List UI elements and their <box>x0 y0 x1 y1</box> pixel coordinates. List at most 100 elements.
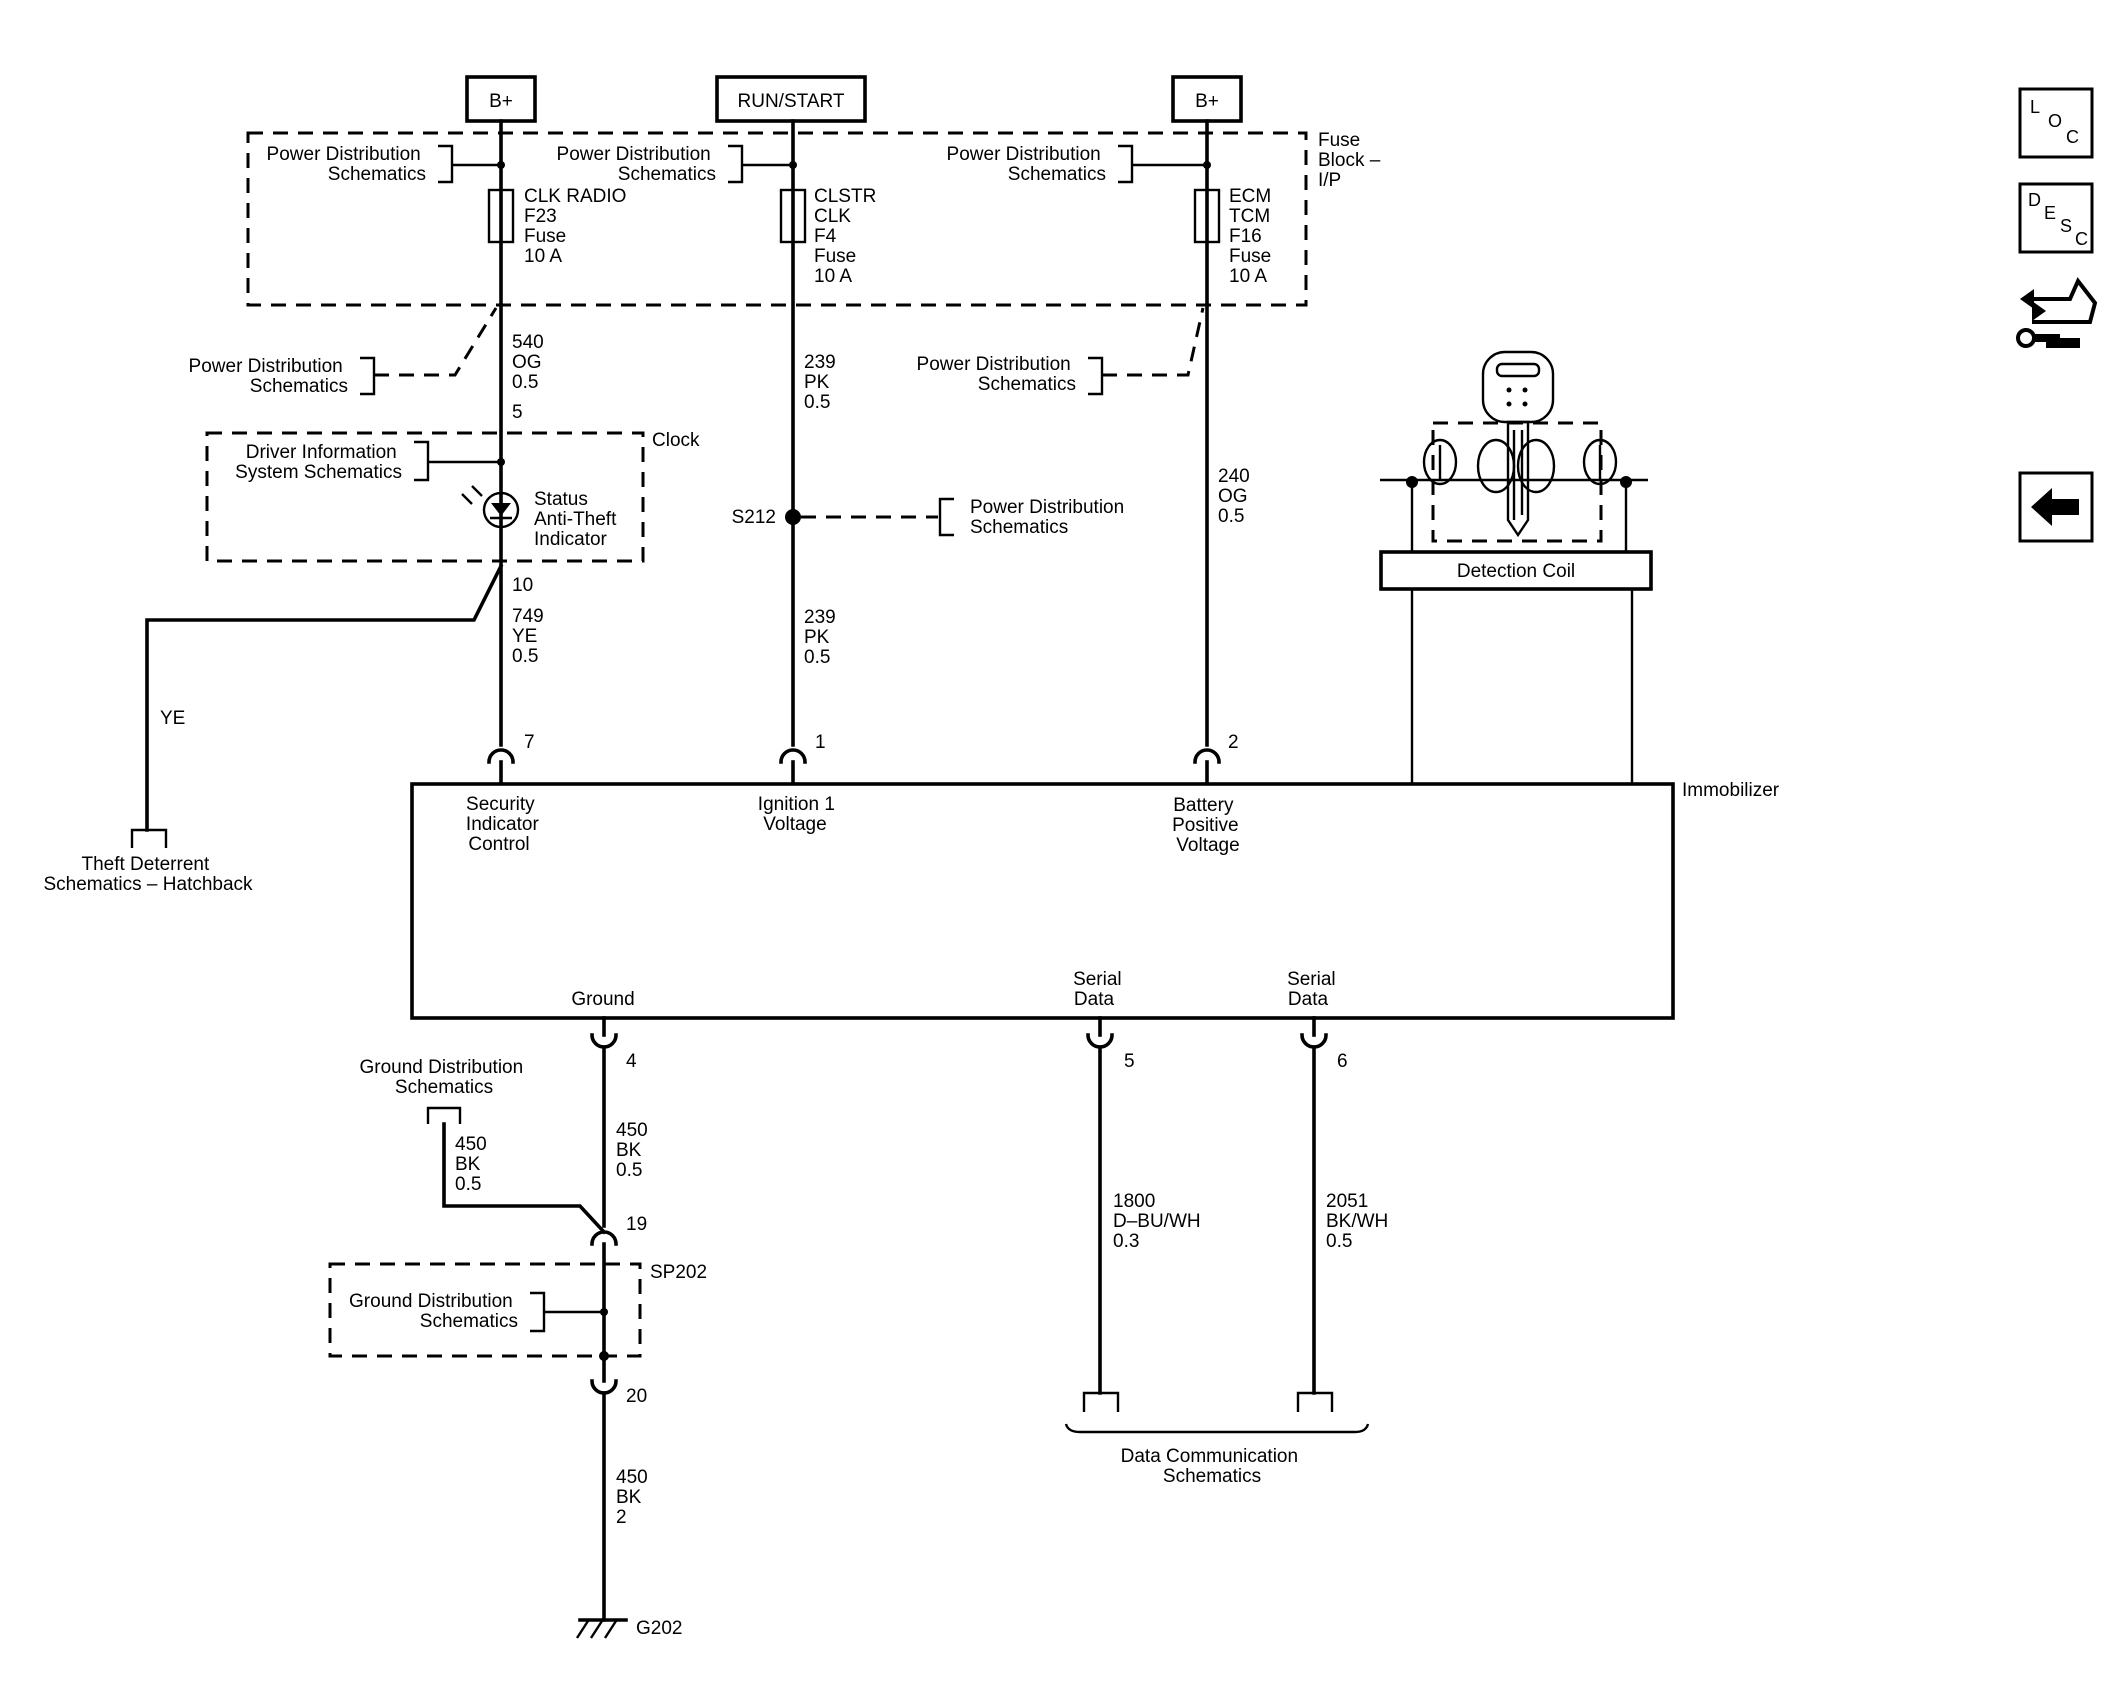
left-arrow-icon <box>2031 488 2079 526</box>
svg-text:Theft Deterrent Schemati: Theft Deterrent Schematics – Hatchback <box>43 854 253 895</box>
svg-text:5: 5 <box>1124 1051 1135 1072</box>
svg-text:Power Distribution Schem: Power Distribution Schematics <box>917 354 1076 395</box>
desc-button[interactable]: D E S C <box>2018 182 2094 254</box>
detection-coil-windings <box>1380 421 1648 552</box>
indicator-label: Status Anti-Theft Indicator <box>534 489 622 550</box>
immobilizer-module <box>410 782 1675 1020</box>
pd-ref-left-wire[interactable]: Power Distribution Schematics <box>189 307 498 397</box>
svg-text:Data Communication Schem: Data Communication Schematics <box>1121 1446 1304 1487</box>
connector-pin-20: 20 <box>590 1379 647 1407</box>
fuse-block-boundary <box>246 131 1308 307</box>
svg-text:Ground Distribution Sche: Ground Distribution Schematics <box>349 1291 518 1332</box>
connector-pin-5: 5 <box>1086 1033 1135 1072</box>
svg-text:RUN/START: RUN/START <box>738 91 845 112</box>
loc-button[interactable]: L O C <box>2018 87 2094 159</box>
connector-pin-6: 6 <box>1300 1033 1348 1072</box>
theft-deterrent-ref[interactable]: Theft Deterrent Schematics – Hatchback <box>43 828 253 895</box>
power-source-run-start: RUN/START <box>715 75 867 123</box>
svg-text:Driver Information Syste: Driver Information System Schematics <box>235 442 402 483</box>
svg-text:Detection Coil: Detection Coil <box>1457 561 1575 582</box>
fuse-f4: CLSTR CLK F4 Fuse 10 A <box>779 186 882 287</box>
clock-boundary <box>205 431 645 563</box>
fuse-f16: ECM TCM F16 Fuse 10 A <box>1193 186 1277 287</box>
ground-g202-icon: G202 <box>575 1618 682 1639</box>
pd-ref-s212[interactable]: Power Distribution Schematics <box>801 497 1129 538</box>
svg-text:20: 20 <box>626 1386 647 1407</box>
svg-text:CLSTR CLK F4: CLSTR CLK F4 Fuse 10 A <box>814 186 882 287</box>
ground-distribution-ref-box[interactable]: Ground Distribution Schematics <box>349 1291 608 1333</box>
clock-label: Clock <box>652 430 700 451</box>
svg-text:6: 6 <box>1337 1051 1348 1072</box>
pd-ref-right-wire[interactable]: Power Distribution Schematics <box>917 307 1205 396</box>
svg-text:2: 2 <box>1228 732 1239 753</box>
sp202-label: SP202 <box>650 1262 707 1283</box>
svg-text:O: O <box>2048 111 2062 131</box>
wire-2051-label: 2051 BK/WH 0.5 <box>1326 1191 1394 1252</box>
svg-text:ECM TCM F16: ECM TCM F16 Fuse 10 A <box>1229 186 1277 287</box>
pin-10-label: 10 <box>512 575 533 596</box>
wire-239-bottom-label: 239 PK 0.5 <box>804 607 841 668</box>
connector-tool-icon[interactable] <box>2016 277 2098 348</box>
pd-ref-fuse-left[interactable]: Power Distribution Schematics <box>267 144 505 185</box>
immobilizer-label: Immobilizer <box>1682 780 1780 801</box>
wire-540-label: 540 OG 0.5 <box>512 332 549 393</box>
wire-240-label: 240 OG 0.5 <box>1218 466 1255 527</box>
svg-text:C: C <box>2075 229 2088 249</box>
svg-text:1: 1 <box>815 732 826 753</box>
pd-ref-fuse-mid[interactable]: Power Distribution Schematics <box>557 144 797 185</box>
svg-text:Power Distribution Schem: Power Distribution Schematics <box>947 144 1106 185</box>
power-source-b-plus-right: B+ <box>1171 75 1243 123</box>
back-button[interactable] <box>2018 471 2094 543</box>
transponder-key-icon <box>1481 350 1555 538</box>
connector-pin-4: 4 <box>590 1033 637 1072</box>
svg-text:19: 19 <box>626 1214 647 1235</box>
connector-pin-1: 1 <box>779 732 826 784</box>
data-communication-ref[interactable]: Data Communication Schematics <box>1064 1391 1370 1487</box>
sp202-boundary <box>328 1262 642 1358</box>
ground-distribution-ref-top[interactable]: Ground Distribution Schematics <box>360 1057 529 1124</box>
pin-5-label: 5 <box>512 402 523 423</box>
connector-pin-7: 7 <box>487 732 535 784</box>
svg-text:B+: B+ <box>489 91 513 112</box>
splice-s212: S212 <box>732 507 801 528</box>
security-indicator-control-label: Security Indicator Control <box>466 794 544 855</box>
wire-ground-branch <box>442 1122 607 1235</box>
svg-text:S: S <box>2060 216 2072 236</box>
pd-ref-fuse-right[interactable]: Power Distribution Schematics <box>947 144 1211 185</box>
wire-1800-label: 1800 D–BU/WH 0.3 <box>1113 1191 1206 1252</box>
svg-text:E: E <box>2044 203 2056 223</box>
svg-text:C: C <box>2066 127 2079 147</box>
wire-ye-label: YE <box>160 708 185 729</box>
wire-450-branch-label: 450 BK 0.5 <box>455 1134 492 1195</box>
wire-450-main-label: 450 BK 0.5 <box>616 1120 653 1181</box>
wire-239-top-label: 239 PK 0.5 <box>804 352 841 413</box>
svg-text:CLK RADIO F23 Fuse: CLK RADIO F23 Fuse 10 A <box>524 186 632 267</box>
serial-data-1-label: Serial Data <box>1073 969 1127 1010</box>
detection-coil-box: Detection Coil <box>1379 550 1653 591</box>
fuse-f23: CLK RADIO F23 Fuse 10 A <box>487 186 632 267</box>
status-anti-theft-led <box>461 485 520 529</box>
dis-ref[interactable]: Driver Information System Schematics <box>235 440 505 483</box>
svg-text:Power Distribution Schem: Power Distribution Schematics <box>189 356 348 397</box>
svg-text:Power Distribution Schem: Power Distribution Schematics <box>557 144 716 185</box>
wire-ye-branch <box>145 563 504 832</box>
sp202-splice-dot <box>599 1351 609 1361</box>
battery-voltage-label: Battery Positive Voltage <box>1172 795 1244 856</box>
svg-text:G202: G202 <box>636 1618 682 1639</box>
wire-749-label: 749 YE 0.5 <box>512 606 549 667</box>
svg-text:Power Distribution Schem: Power Distribution Schematics <box>970 497 1129 538</box>
ground-terminal-label: Ground <box>571 989 634 1010</box>
svg-text:L: L <box>2030 97 2040 117</box>
wire-450-lower-label: 450 BK 2 <box>616 1467 653 1528</box>
svg-text:7: 7 <box>524 732 535 753</box>
ignition-voltage-label: Ignition 1 Voltage <box>758 794 840 835</box>
svg-text:Power Distribution Schem: Power Distribution Schematics <box>267 144 426 185</box>
svg-text:D: D <box>2028 190 2041 210</box>
power-source-b-plus-left: B+ <box>465 75 537 123</box>
fuse-block-label: Fuse Block – I/P <box>1318 130 1386 191</box>
svg-text:B+: B+ <box>1195 91 1219 112</box>
connector-pin-2: 2 <box>1193 732 1239 784</box>
serial-data-2-label: Serial Data <box>1287 969 1341 1010</box>
svg-text:4: 4 <box>626 1051 637 1072</box>
